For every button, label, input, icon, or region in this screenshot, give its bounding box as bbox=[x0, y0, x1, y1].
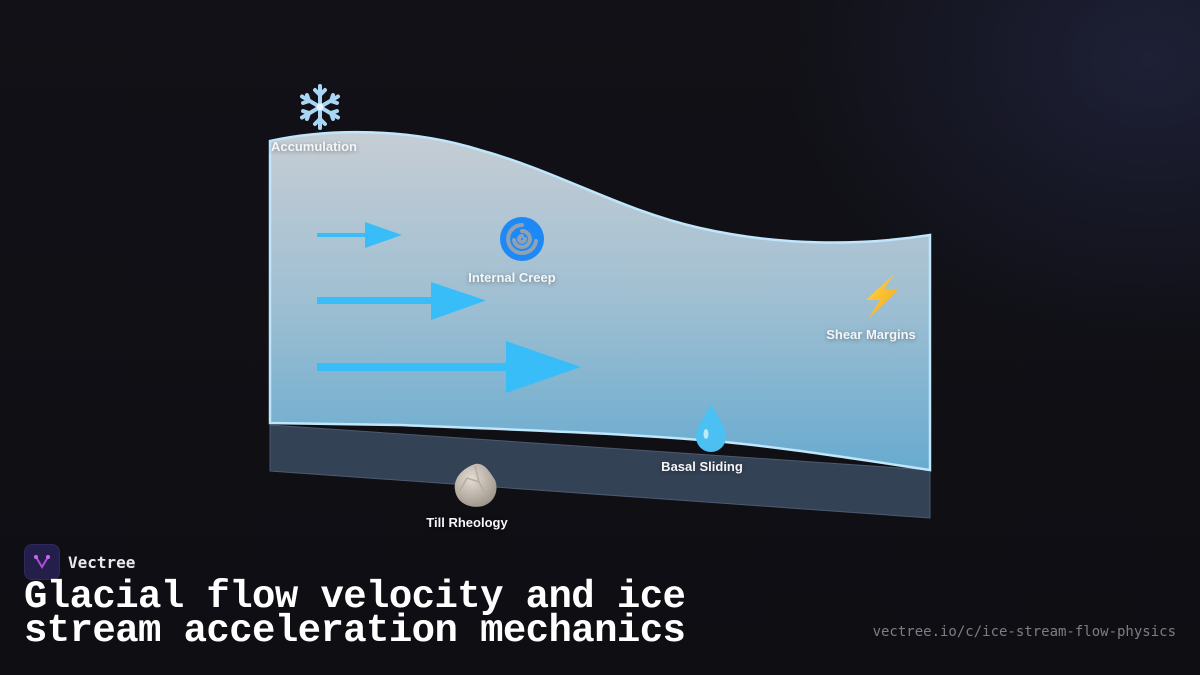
snowflake-icon bbox=[300, 84, 340, 130]
source-url: vectree.io/c/ice-stream-flow-physics bbox=[872, 624, 1176, 640]
label-accumulation: Accumulation bbox=[271, 139, 357, 154]
label-shear-margins: Shear Margins bbox=[826, 327, 916, 342]
lightning-icon bbox=[866, 274, 898, 319]
label-till-rheology: Till Rheology bbox=[426, 515, 508, 530]
label-basal-sliding: Basal Sliding bbox=[661, 459, 743, 474]
velocity-arrow-short bbox=[317, 222, 402, 248]
droplet-icon bbox=[696, 404, 726, 452]
rock-icon bbox=[454, 463, 497, 507]
ice-body bbox=[268, 130, 932, 472]
label-internal-creep: Internal Creep bbox=[468, 270, 556, 285]
velocity-arrow-long bbox=[317, 341, 581, 393]
bedrock-till-layer bbox=[269, 424, 931, 519]
cyclone-icon bbox=[500, 217, 544, 261]
velocity-arrow-medium bbox=[317, 282, 486, 320]
page-title: Glacial flow velocity and ice stream acc… bbox=[24, 575, 686, 653]
brand: Vectree bbox=[24, 544, 135, 580]
brand-name: Vectree bbox=[68, 552, 136, 572]
vectree-logo-icon bbox=[24, 544, 60, 580]
